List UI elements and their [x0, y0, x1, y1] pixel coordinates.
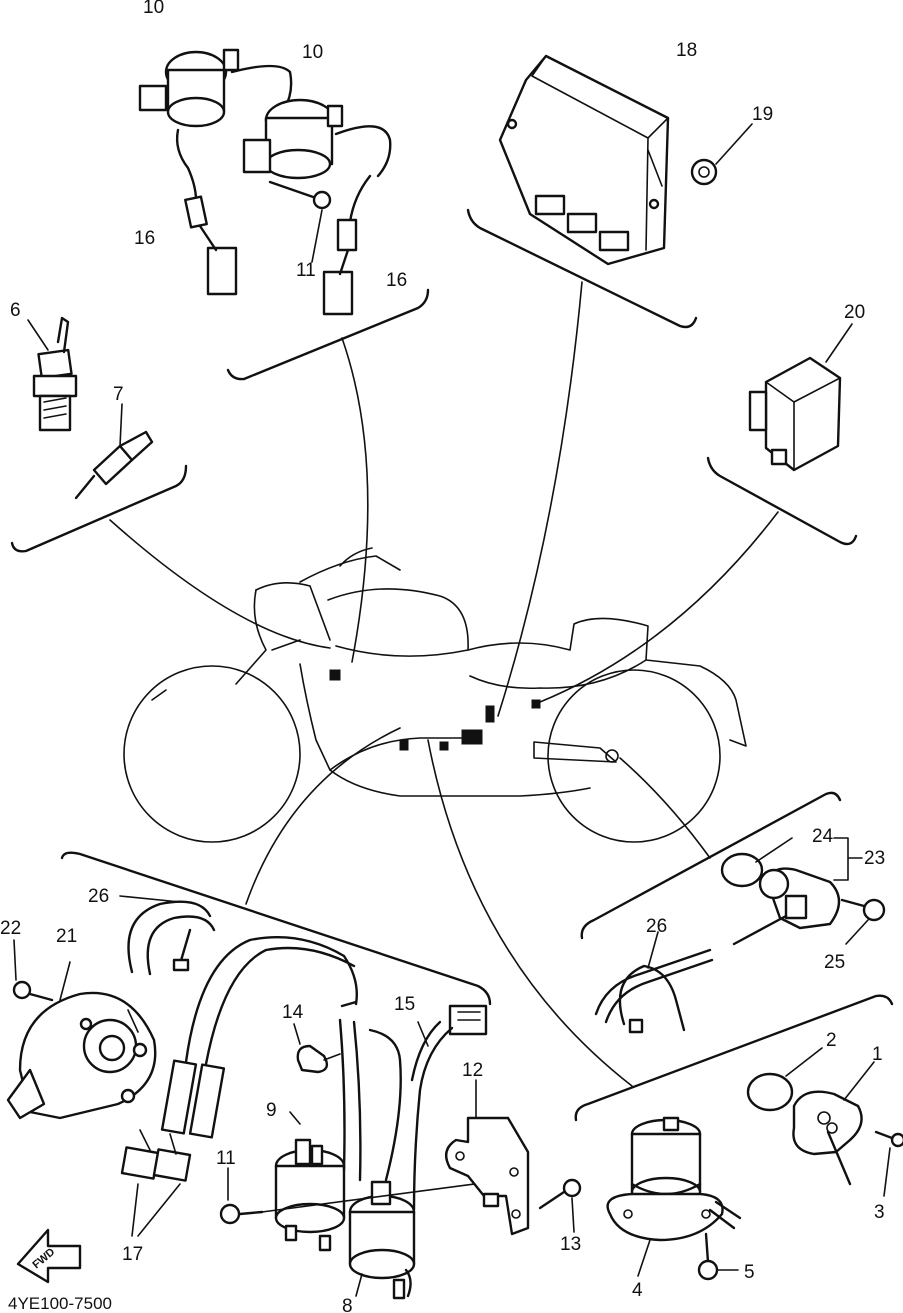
- nut-19: [690, 123, 753, 186]
- rear-wheel: [547, 669, 721, 843]
- swingarm: [533, 741, 617, 763]
- curve-speed-sensor: [619, 757, 711, 859]
- curve-ignition-lower: [245, 727, 401, 905]
- headlight-cowl: [255, 582, 331, 641]
- handlebar: [299, 555, 401, 583]
- callout-22: 22: [0, 918, 21, 939]
- rear-axle: [605, 749, 619, 763]
- bolt-22: [12, 939, 54, 1002]
- curve-coils-top: [341, 337, 369, 663]
- front-wheel: [123, 665, 301, 843]
- horn-21: [6, 961, 157, 1120]
- servo-location-mark: [399, 739, 409, 751]
- wire-location-mark: [485, 705, 495, 723]
- thermo-switch-6: [27, 316, 78, 432]
- part-code: 4YE100-7500: [8, 1294, 112, 1313]
- callout-21: 21: [56, 926, 77, 947]
- callout-11a: 11: [296, 260, 316, 281]
- callout-10b: 10: [302, 42, 323, 63]
- callout-6: 6: [10, 300, 21, 321]
- callout-16a: 16: [134, 228, 155, 249]
- wire-lead-15: [410, 1004, 488, 1212]
- callout-1: 1: [872, 1044, 883, 1065]
- bracket-relay: [706, 456, 858, 546]
- forward-arrow: [16, 1228, 82, 1284]
- curve-sensors: [109, 519, 331, 649]
- bolt-11-top: [268, 180, 332, 263]
- bracket-ignition-lower: [60, 851, 492, 1006]
- bracket-12: [444, 1079, 530, 1236]
- fork-crown: [271, 639, 301, 651]
- fuel-tank: [327, 588, 469, 657]
- fork-front: [235, 589, 267, 685]
- bolt-5: [697, 1232, 739, 1281]
- coil-location-mark: [329, 669, 341, 681]
- callout-13: 13: [560, 1234, 581, 1255]
- bracket-servo: [574, 994, 894, 1122]
- sensor-location-mark: [439, 741, 449, 751]
- ecu-18: [498, 54, 670, 266]
- callout-23-bracket: [833, 837, 863, 881]
- frame-lower: [299, 663, 591, 797]
- bolt-13: [538, 1178, 582, 1233]
- callout-4: 4: [632, 1280, 643, 1301]
- callout-3: 3: [874, 1202, 885, 1223]
- callout-8: 8: [342, 1296, 353, 1313]
- wire-harness-26-right: [594, 931, 714, 1034]
- clamp-14: [293, 1023, 341, 1074]
- callout-26b: 26: [646, 916, 667, 937]
- screw-3: [874, 1130, 903, 1197]
- seat: [467, 617, 649, 690]
- bracket-ignition-coils-top: [226, 288, 430, 381]
- speed-sensor-23: [720, 837, 841, 946]
- callout-26a: 26: [88, 886, 109, 907]
- servo-motor-4: [606, 1116, 742, 1277]
- callout-9: 9: [266, 1100, 277, 1121]
- bracket-ecu: [466, 208, 698, 329]
- ignition-coil-10-left: [138, 48, 293, 296]
- callout-18: 18: [676, 40, 697, 61]
- plug-wires-17: [120, 936, 358, 1237]
- group-brackets: [10, 208, 894, 1122]
- rear-fender: [645, 659, 747, 747]
- o-ring-2: [746, 1047, 823, 1112]
- callout-16b: 16: [386, 270, 407, 291]
- connector-curves: [109, 281, 779, 1087]
- curve-ecu: [497, 281, 583, 717]
- relay-20: [748, 323, 853, 472]
- bracket-sensors-left: [10, 464, 188, 553]
- callout-12: 12: [462, 1060, 483, 1081]
- motorcycle-outline: [123, 547, 747, 843]
- callout-14: 14: [282, 1002, 304, 1023]
- callout-15: 15: [394, 994, 415, 1015]
- wire-harness-26-left: [119, 895, 216, 976]
- callout-25: 25: [824, 952, 845, 973]
- callout-17: 17: [122, 1244, 143, 1265]
- callout-19: 19: [752, 104, 773, 125]
- relay-location-mark: [531, 699, 541, 709]
- callout-5: 5: [744, 1262, 755, 1283]
- callout-20: 20: [844, 302, 865, 323]
- callout-23: 23: [864, 848, 885, 869]
- bolt-11-lower: [219, 1167, 521, 1225]
- temp-sensor-7: [74, 403, 154, 500]
- engine-top: [329, 737, 471, 771]
- mirror-stem: [339, 547, 373, 567]
- cover-plate-1: [792, 1061, 875, 1186]
- callout-7: 7: [113, 384, 124, 405]
- callout-10a: 10: [143, 0, 164, 18]
- ecu-location-mark: [461, 729, 483, 745]
- fender-mark: [151, 689, 167, 701]
- ignition-coil-10-right: [242, 98, 392, 316]
- bolt-25: [840, 898, 886, 945]
- callout-24: 24: [812, 826, 834, 847]
- ignition-coil-8: [348, 1028, 416, 1300]
- callout-11b: 11: [216, 1148, 236, 1169]
- curve-servo: [427, 739, 633, 1087]
- callout-2: 2: [826, 1030, 837, 1051]
